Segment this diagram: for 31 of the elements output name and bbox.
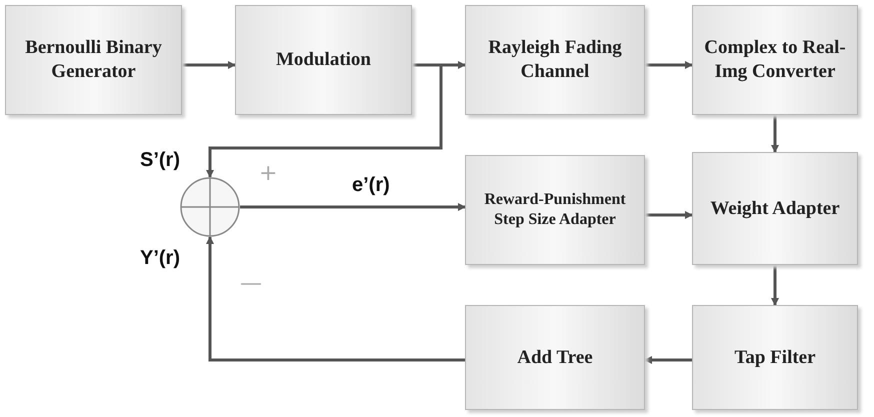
arrow bbox=[182, 61, 236, 69]
signal-label: e’(r) bbox=[352, 175, 390, 195]
box-label: Modulation bbox=[276, 48, 372, 72]
sign-label: + bbox=[259, 163, 278, 185]
process-box bbox=[235, 5, 412, 115]
arrow bbox=[206, 236, 465, 362]
box-label: Reward-Punishment Step Size Adapter bbox=[483, 190, 627, 230]
signal-label: Y’(r) bbox=[140, 248, 180, 268]
process-box bbox=[465, 5, 645, 115]
box-label: Add Tree bbox=[517, 346, 593, 370]
arrow bbox=[771, 115, 779, 153]
sign-label: — bbox=[240, 273, 262, 295]
arrow bbox=[645, 211, 693, 219]
process-box bbox=[5, 5, 182, 115]
box-label: Weight Adapter bbox=[710, 196, 840, 220]
arrow bbox=[240, 203, 466, 211]
arrow bbox=[645, 61, 693, 69]
box-label: Tap Filter bbox=[734, 346, 816, 370]
process-box bbox=[465, 305, 645, 410]
arrow bbox=[644, 356, 692, 364]
process-box bbox=[692, 5, 858, 115]
arrow bbox=[771, 265, 779, 306]
box-label: Complex to Real-Img Converter bbox=[703, 36, 847, 84]
box-label: Rayleigh Fading Channel bbox=[487, 36, 623, 84]
box-label: Bernoulli Binary Generator bbox=[24, 36, 163, 84]
process-box bbox=[692, 305, 858, 410]
signal-label: S’(r) bbox=[140, 150, 180, 170]
process-box bbox=[692, 152, 858, 265]
process-box bbox=[465, 155, 645, 265]
arrow bbox=[206, 64, 442, 178]
summing-junction bbox=[180, 177, 240, 237]
